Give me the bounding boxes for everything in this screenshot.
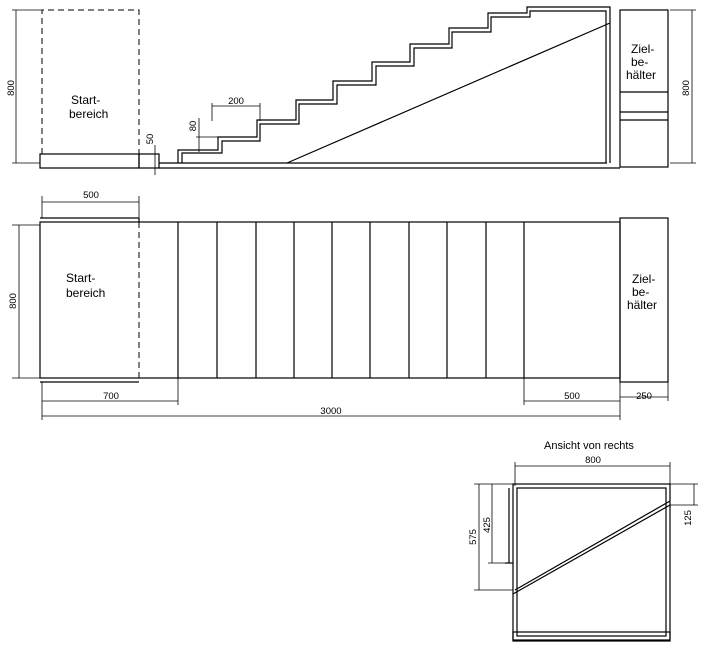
top-dim-ramp-start: 700	[103, 391, 119, 402]
staircase-outline	[177, 6, 611, 163]
start-area-outline	[41, 9, 140, 154]
right-dim-125: 125	[683, 510, 694, 526]
right-base-plate	[512, 631, 671, 642]
target-container	[619, 9, 669, 168]
right-ramp-diagonal	[512, 504, 671, 595]
side-dim-height-left: 800	[6, 80, 17, 96]
top-dim-start-width: 500	[83, 190, 99, 201]
top-dim-container: 250	[636, 391, 652, 402]
top-outline-outer	[39, 221, 621, 379]
side-dim-step-height: 80	[188, 121, 199, 132]
right-dim-425: 425	[482, 517, 493, 533]
side-start-label-2: bereich	[69, 107, 108, 121]
right-view: Ansicht von rechts 800 575 425 125	[468, 440, 698, 642]
side-start-label-1: Start-	[71, 93, 100, 107]
top-view: Start- bereich Ziel- be- hälter 500 800 …	[8, 190, 669, 420]
ramp-diagonal	[286, 22, 611, 164]
side-view: Start- bereich Ziel- be- hälter 800 800 …	[6, 6, 696, 175]
side-dim-height-right: 800	[681, 80, 692, 96]
side-target-label-1: Ziel-	[631, 42, 654, 56]
right-outer-frame	[512, 483, 671, 641]
side-dim-base-height: 50	[145, 134, 156, 145]
top-target-label-3: hälter	[627, 298, 657, 312]
top-dim-depth: 800	[8, 293, 19, 309]
side-target-label-3: hälter	[626, 68, 656, 82]
side-dim-step-width: 200	[228, 96, 244, 107]
top-dim-total: 3000	[320, 406, 341, 417]
top-target-label-1: Ziel-	[632, 272, 655, 286]
start-base-plate	[39, 153, 140, 169]
top-start-label-1: Start-	[66, 271, 95, 285]
top-dim-end: 500	[564, 391, 580, 402]
right-dim-575: 575	[468, 529, 479, 545]
ramp-base-plate	[138, 153, 160, 169]
top-step-lines	[177, 222, 525, 378]
right-dim-width: 800	[585, 455, 601, 466]
side-target-label-2: be-	[631, 55, 648, 69]
top-start-label-2: bereich	[66, 286, 105, 300]
right-view-title: Ansicht von rechts	[544, 440, 634, 452]
top-target-label-2: be-	[632, 285, 649, 299]
top-target-container	[619, 217, 669, 383]
